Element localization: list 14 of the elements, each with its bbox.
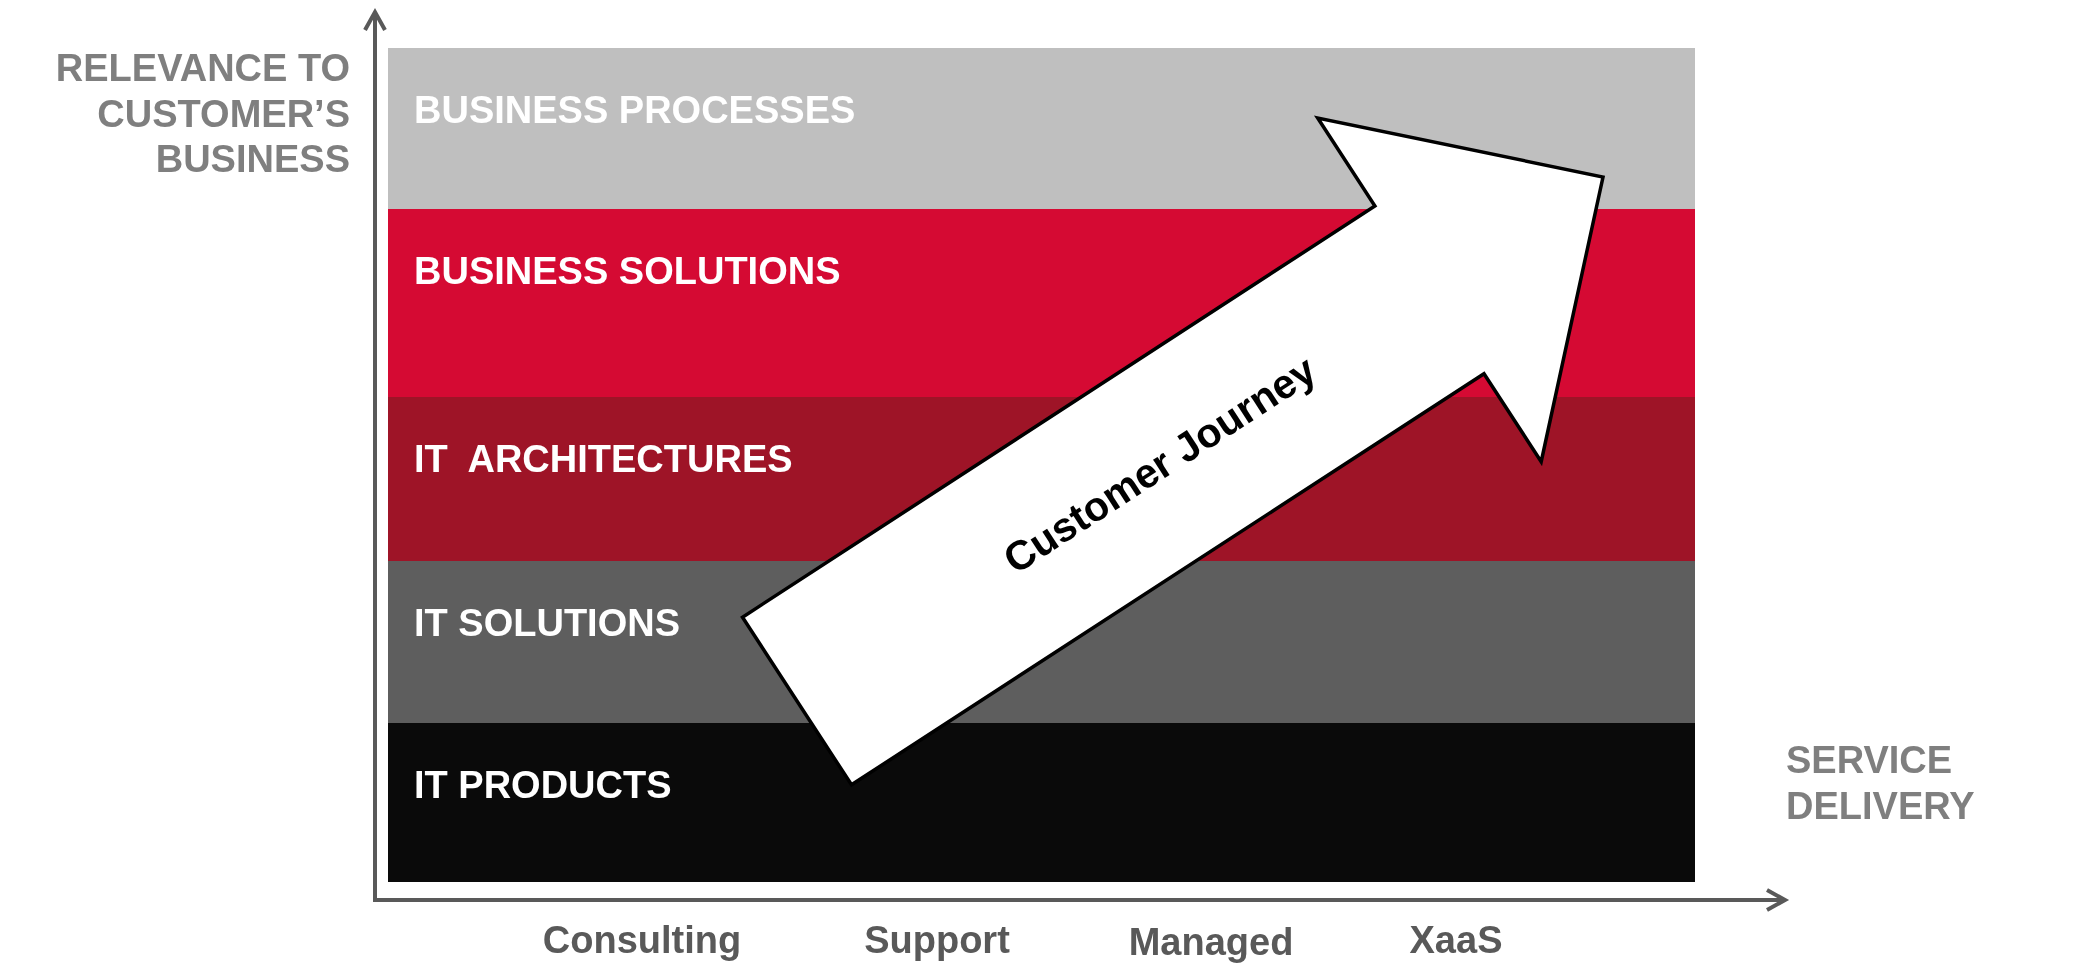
band-label: BUSINESS PROCESSES [414,88,856,132]
axis-label: RELEVANCE TO CUSTOMER’S BUSINESS [54,46,350,183]
band-label: IT SOLUTIONS [414,601,680,645]
block-arrow [740,115,1606,788]
band-label: BUSINESS SOLUTIONS [414,249,841,293]
axis-label: Consulting [542,918,742,963]
axis-label: XaaS [1409,918,1503,963]
axis-label: Managed [1128,920,1294,965]
band [388,48,1695,209]
band-label: IT PRODUCTS [414,763,672,807]
axis-label: Support [864,918,1010,963]
axis-label: SERVICE DELIVERY [1786,738,1976,829]
band [388,723,1695,882]
band-label: IT ARCHITECTURES [414,437,793,481]
